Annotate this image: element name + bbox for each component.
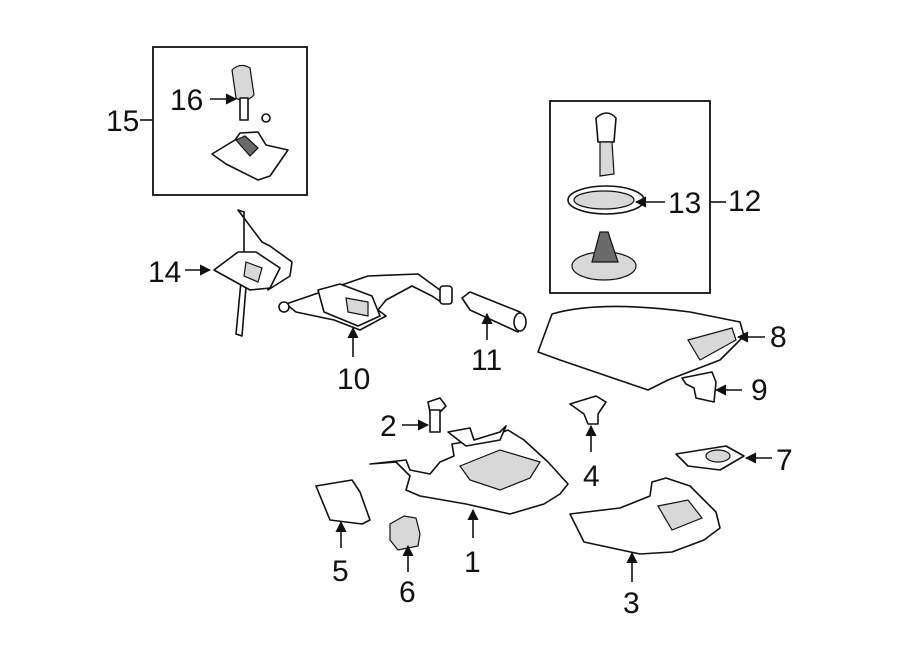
callout-13: 13	[668, 187, 701, 220]
clip-4[interactable]	[569, 395, 607, 425]
cable-sleeve-11[interactable]	[461, 291, 527, 333]
shift-boot-cone	[571, 231, 637, 281]
callout-14: 14	[148, 256, 181, 289]
callout-1: 1	[464, 546, 481, 579]
callout-5: 5	[332, 555, 349, 588]
shifter-assembly-10[interactable]	[278, 273, 453, 331]
callout-7: 7	[776, 444, 793, 477]
callout-12: 12	[728, 185, 761, 218]
armrest-lid-8[interactable]	[537, 305, 745, 391]
tray-7[interactable]	[675, 445, 745, 471]
callout-10: 10	[337, 363, 370, 396]
shift-knob-16[interactable]	[231, 64, 271, 123]
callout-6: 6	[399, 576, 416, 609]
bracket-9[interactable]	[681, 371, 717, 403]
callout-15: 15	[106, 105, 139, 138]
console-trim-3[interactable]	[569, 477, 721, 555]
bolt-2[interactable]	[427, 397, 447, 433]
callout-3: 3	[623, 587, 640, 620]
callout-16: 16	[170, 84, 203, 117]
shift-knob-tall	[595, 112, 617, 177]
callout-4: 4	[583, 460, 600, 493]
callout-8: 8	[770, 321, 787, 354]
callout-11: 11	[471, 344, 502, 377]
console-bezel-1[interactable]	[369, 425, 569, 515]
kit-box-12	[549, 100, 726, 294]
boot-ring-13[interactable]	[567, 185, 645, 215]
side-trim-5[interactable]	[315, 479, 371, 525]
callout-2: 2	[380, 410, 397, 443]
kit-box-15	[140, 46, 308, 196]
shift-boot	[211, 131, 289, 181]
shifter-bracket-14[interactable]	[213, 209, 293, 337]
callout-9: 9	[751, 374, 768, 407]
block-6[interactable]	[389, 515, 421, 551]
leader-lines	[185, 93, 772, 582]
